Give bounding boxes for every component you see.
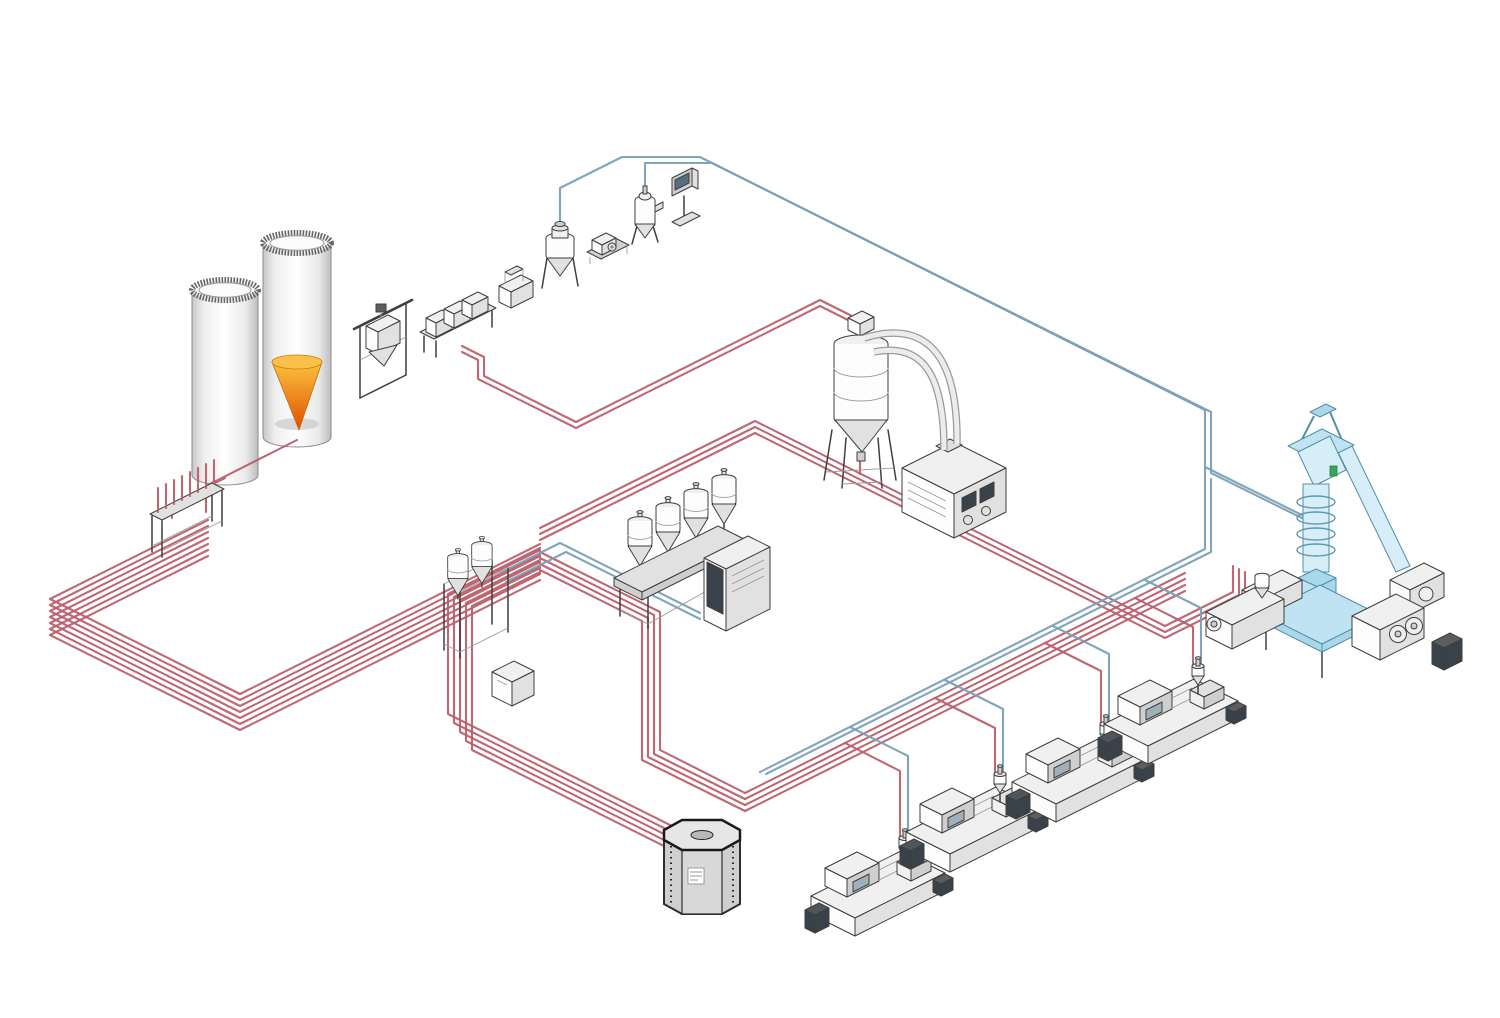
- winder-units: Winder and auxiliary downstream units: [1351, 562, 1463, 671]
- four-hopper-drying-station: Four-hopper drying station Drying cabine…: [613, 467, 771, 632]
- dry-air-hoses: [862, 329, 961, 451]
- green-sensor-unit: [1329, 465, 1338, 477]
- dryer-unit: Desiccant dryer unit: [901, 438, 1007, 539]
- red-pipe-machine-drops: [843, 596, 1195, 840]
- film-blowing-line: Film blowing line (highlighted): [1261, 403, 1411, 678]
- storage-silo-2: Raw material storage silo 2 with materia…: [260, 230, 334, 448]
- vacuum-blower-pump: Vacuum blower pump: [586, 232, 630, 264]
- coupling-station: Pipe coupling and distribution station: [149, 458, 225, 558]
- dosing-box: Dosing / control box: [491, 660, 535, 707]
- red-material-pipes: Material conveying lines: [48, 298, 1247, 860]
- octabin-station: Octabin container station: [662, 818, 742, 915]
- storage-silo-1: Raw material storage silo 1: [189, 277, 261, 486]
- bin-3: [461, 291, 489, 320]
- blue-vacuum-pipes: Vacuum / dry-air return lines: [498, 155, 1328, 840]
- drying-hopper-4: [711, 467, 737, 529]
- receiving-bin-station: Material receiving bin station: [419, 291, 497, 358]
- big-bag-unloader: Big-bag unloading frame: [352, 298, 414, 399]
- injection-molding-machine-4: Injection molding machine 4 with hopper …: [1097, 656, 1247, 765]
- blue-pipe-molding-trunk-1: [758, 465, 1207, 774]
- winder-control-cabinet: [1431, 632, 1463, 671]
- film-line-extruders: [1205, 569, 1303, 650]
- cyclone-separator: Cyclone dust separator: [631, 185, 664, 245]
- twin-hopper-frame: Twin receiving hoppers on frame: [443, 535, 509, 659]
- blue-pipe-molding-trunk-2: [764, 477, 1213, 776]
- red-pipe-molding-feed: [538, 550, 1195, 840]
- blue-pipe-machine-drops: [848, 578, 1203, 840]
- material-loader: Material loader unit: [498, 265, 534, 309]
- red-pipe-top-run: [460, 298, 860, 430]
- blue-pipe-twin-hopper-2: [504, 550, 702, 621]
- red-pipe-octabin-bundle: [446, 546, 690, 860]
- drying-cabinet: Drying cabinet: [703, 535, 771, 632]
- winder-1: [1351, 593, 1425, 661]
- vacuum-hopper-loader: Vacuum hopper loader: [541, 221, 579, 289]
- control-terminal: Control terminal on stand: [671, 167, 701, 227]
- extruder-1: [1205, 572, 1285, 650]
- blue-pipe-long-run-2: [643, 161, 1328, 532]
